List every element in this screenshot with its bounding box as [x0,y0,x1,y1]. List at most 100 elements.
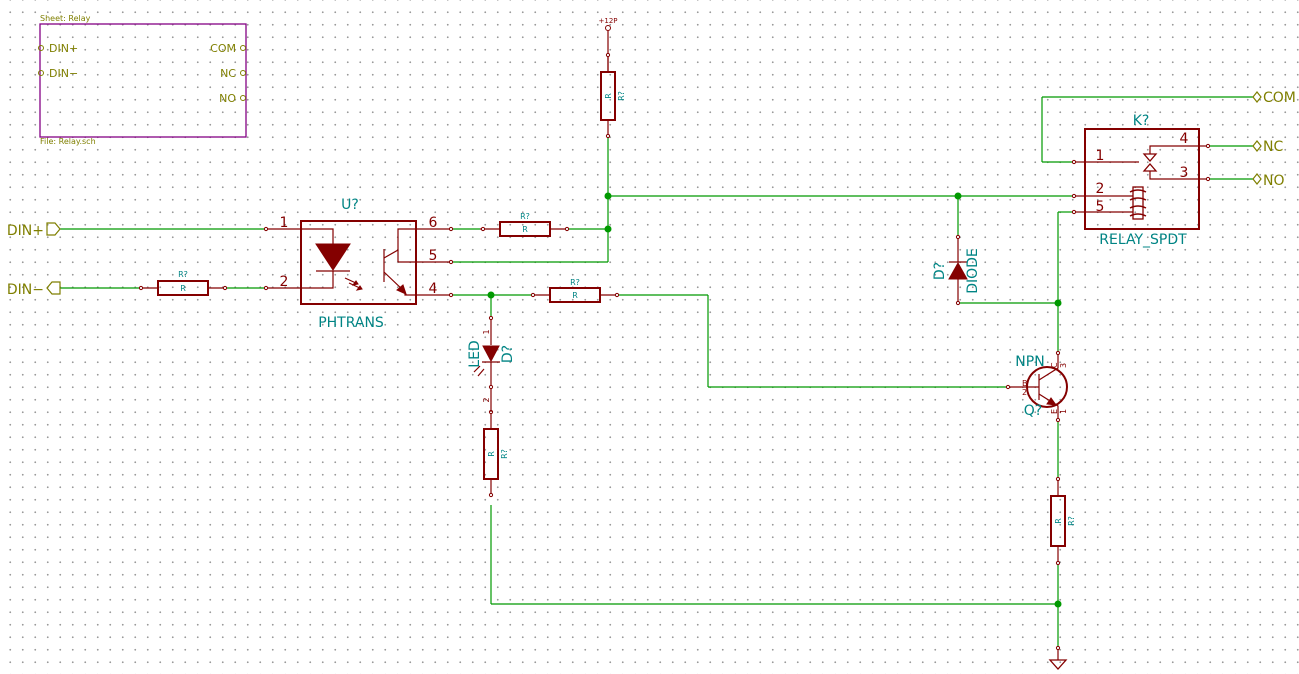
resistor-value: R [487,451,496,457]
emitter-lead [1038,393,1059,420]
resistor-ref: R? [1067,516,1076,526]
hierarchical-sheet[interactable]: Sheet: Relay File: Relay.sch DIN+ DIN− C… [38,14,247,146]
junction-dot [954,192,962,200]
resistor-ref: R? [617,91,626,101]
label-din-plus[interactable]: DIN+ [7,222,61,239]
transistor-collector [383,228,416,259]
label-din-minus-text: DIN− [7,282,44,298]
junction-dot [1054,299,1062,307]
pin-number: 5 [1096,199,1105,215]
led[interactable]: 1 2 LED D? [467,315,516,412]
pin-endpoint [222,285,228,291]
pin-endpoint [1055,645,1061,651]
pin-endpoint [564,226,570,232]
relay-contact-no [1142,163,1158,172]
pin-number: 1 [280,215,289,231]
pin-number-e: 1 [1059,409,1068,414]
resistor-led[interactable]: R R? [483,409,509,498]
label-com-text: COM [1263,90,1296,106]
label-nc-text: NC [1263,139,1283,155]
pin-endpoint [1055,560,1061,566]
pin-number: 4 [1180,131,1189,147]
resistor-value: R [522,225,528,234]
optocoupler-value: PHTRANS [318,315,384,331]
pin-endpoint [955,300,961,306]
resistor-emitter[interactable]: R R? [1050,476,1076,566]
pin-endpoint [614,292,620,298]
pin-number-b: 2 [1022,388,1027,397]
label-din-minus[interactable]: DIN− [7,281,61,298]
pin-endpoint [488,315,494,321]
relay-coil-winding [1129,189,1147,217]
optocoupler[interactable]: U? PHTRANS 1 2 6 5 4 [263,197,454,331]
resistor-ref: R? [500,449,509,459]
pin-endpoint [488,492,494,498]
pin-number: 1 [1096,148,1105,164]
pin-endpoint [1055,350,1061,356]
hlabel-arrow [46,222,61,236]
resistor-ref: R? [520,212,530,221]
pin-endpoint [605,52,611,58]
ground-symbol[interactable] [1048,645,1068,670]
relay-contact-nc [1142,153,1158,162]
label-din-plus-text: DIN+ [7,223,44,239]
emitter-arrow [1046,397,1058,406]
resistor-pin6[interactable]: R? R [480,212,570,237]
junctions [487,192,1062,608]
light-arrow-head [351,280,359,286]
resistor-value: R [604,93,613,99]
pin-endpoint [448,259,454,265]
pin-number: 2 [280,274,289,290]
pin-endpoint [1071,159,1077,165]
pin-endpoint [263,285,269,291]
power-circle [605,25,611,31]
pin-endpoint [955,234,961,240]
pin-number: 3 [1180,165,1189,181]
led-pin-a: 1 [482,329,491,334]
sheet-pin-marker [38,70,44,76]
pin-endpoint [1055,476,1061,482]
sheet-pin-marker [240,70,246,76]
hlabel-arrow [46,281,61,295]
led-light-arrow [473,365,481,373]
pin-endpoint [448,292,454,298]
npn-transistor[interactable]: NPN Q? B 2 C 3 E 1 [1005,350,1068,423]
pin-number: 4 [429,281,438,297]
junction-dot [604,192,612,200]
resistor-pullup[interactable]: R R? [600,52,626,139]
pin-endpoint [1055,417,1061,423]
sheet-pin-din-minus: DIN− [49,67,78,80]
sheet-pin-marker [240,45,246,51]
label-no[interactable]: NO [1252,173,1285,189]
sheet-name: Sheet: Relay [40,14,91,23]
pin-number: 2 [1096,181,1105,197]
resistor-value: R [572,291,578,300]
resistor-base[interactable]: R? R [530,278,620,303]
junction-dot [604,225,612,233]
relay-spdt[interactable]: K? RELAY_SPDT 1 2 5 4 3 [1071,113,1211,248]
sheet-pin-din-plus: DIN+ [49,42,78,55]
ground-icon [1048,659,1068,670]
hlabel-diamond [1252,140,1262,152]
hlabel-diamond [1252,91,1262,103]
led-pin-k: 2 [482,397,491,402]
emitter-arrow [396,284,407,295]
sheet-pin-com: COM [210,42,236,55]
light-arrow-head [355,285,363,291]
resistor-input[interactable]: R? R [138,270,228,296]
relay-coil-box [1132,186,1144,220]
relay-nc-lead [1149,145,1199,154]
transistor-ref: Q? [1024,403,1042,419]
power-label: +12P [599,17,618,25]
resistor-ref: R? [178,270,188,279]
junction-dot [487,291,495,299]
led-triangle [482,345,500,363]
flyback-diode[interactable]: D? DIODE [932,234,981,306]
sheet-pin-marker [240,95,246,101]
label-nc[interactable]: NC [1252,139,1283,155]
led-light-arrow [477,368,485,377]
led-ref: D? [500,345,516,363]
diode-ref: D? [932,262,948,280]
label-com[interactable]: COM [1252,90,1296,106]
